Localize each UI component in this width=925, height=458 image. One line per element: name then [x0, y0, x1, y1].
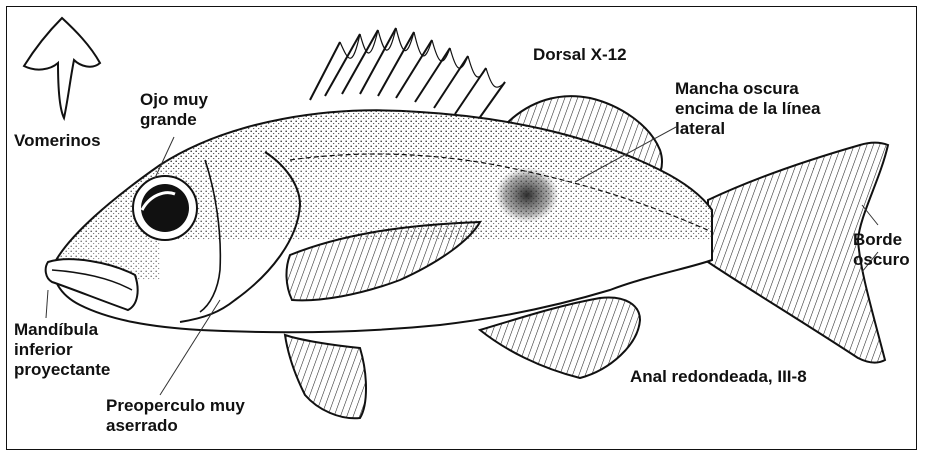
vomerine-tooth-patch-icon: [24, 18, 100, 118]
label-mancha-oscura: Mancha oscura encima de la línea lateral: [675, 79, 821, 139]
label-mandibula: Mandíbula inferior proyectante: [14, 320, 110, 380]
label-vomerinos: Vomerinos: [14, 131, 101, 151]
label-preoperculo: Preoperculo muy aserrado: [106, 396, 245, 436]
label-dorsal: Dorsal X-12: [533, 45, 627, 65]
eye: [133, 176, 197, 240]
pelvic-fin: [285, 335, 366, 418]
label-anal: Anal redondeada, III-8: [630, 367, 807, 387]
label-borde-oscuro: Borde oscuro: [853, 230, 910, 270]
dorsal-fin-spines: [310, 28, 505, 120]
label-ojo-muy-grande: Ojo muy grande: [140, 90, 208, 130]
dark-spot: [495, 167, 559, 223]
